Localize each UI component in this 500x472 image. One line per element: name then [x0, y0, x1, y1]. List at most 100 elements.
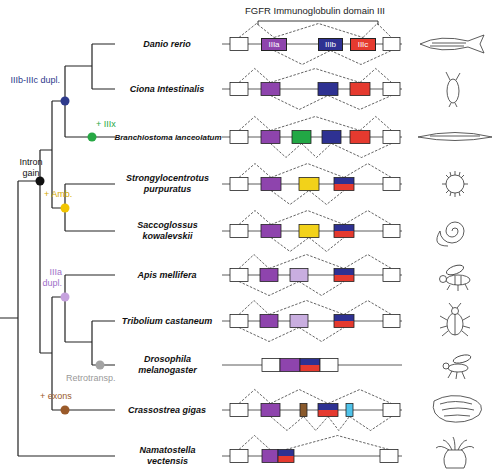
exon-block — [320, 359, 338, 372]
exon-block — [230, 178, 248, 191]
splice-line — [271, 164, 344, 178]
ascidian-drawing — [447, 79, 459, 103]
exon-block — [230, 131, 248, 144]
bee-drawing — [440, 276, 447, 283]
exon-block — [334, 315, 354, 322]
event-label: + IIIx — [96, 119, 136, 130]
bee-drawing — [447, 276, 468, 291]
exon-block — [334, 225, 354, 238]
splice-line — [309, 238, 344, 252]
exon-block — [262, 359, 280, 372]
bee-drawing — [446, 275, 470, 285]
exon-label: IIIc — [351, 39, 375, 50]
exon-block — [230, 178, 248, 191]
exon-label: IIIb — [319, 39, 342, 50]
splice-line — [239, 24, 274, 38]
anemone-drawing — [436, 437, 474, 450]
exon-block — [300, 404, 307, 417]
gene-row — [222, 255, 402, 296]
bee-drawing — [445, 263, 465, 277]
exon-block — [322, 131, 341, 144]
intron-line — [222, 410, 402, 411]
exon-block — [322, 131, 341, 144]
event-label: + exons — [40, 391, 85, 402]
exon-block — [383, 178, 400, 191]
exon-block — [290, 315, 308, 328]
gene-row — [222, 24, 402, 65]
exon-block — [299, 178, 319, 191]
splice-line — [239, 69, 271, 83]
anemone-drawing — [444, 450, 466, 468]
exon-block — [334, 269, 354, 282]
splice-line — [271, 117, 361, 131]
splice-line — [286, 436, 389, 450]
beetle-drawing — [440, 303, 470, 336]
exon-block — [346, 404, 353, 417]
exon-block — [350, 83, 370, 96]
exon-block — [299, 178, 319, 191]
exon-block — [383, 225, 400, 238]
ascidian-drawing — [446, 72, 460, 107]
event-dot — [61, 97, 70, 106]
exon-block — [260, 269, 278, 282]
exon-block — [383, 315, 400, 328]
splice-line — [239, 211, 271, 225]
species-name: Branchiostoma lanceolatum — [110, 132, 226, 143]
event-label: IIIa dupl. — [28, 267, 62, 289]
exon-block — [334, 178, 354, 191]
splice-line — [239, 164, 271, 178]
exon-block — [383, 404, 400, 417]
fly-drawing — [452, 353, 471, 364]
exon-block — [260, 315, 278, 328]
event-dot — [96, 361, 105, 370]
splice-line — [328, 96, 392, 110]
splice-line — [271, 238, 309, 252]
exon-block — [230, 404, 248, 417]
exon-block — [350, 131, 370, 144]
event-label: IIIb-IIIc dupl. — [8, 75, 60, 86]
exon-block — [290, 315, 308, 328]
event-dot — [61, 406, 70, 415]
exon-box: IIIb — [318, 38, 343, 51]
splice-line — [302, 144, 332, 158]
exon-block — [334, 184, 354, 191]
splice-line — [360, 117, 392, 131]
exon-block — [383, 404, 400, 417]
event-dot — [61, 204, 70, 213]
exon-block — [260, 269, 278, 282]
exon-block — [230, 450, 248, 463]
exon-block — [230, 38, 248, 51]
exon-label: IIIa — [262, 39, 286, 50]
exon-block — [334, 275, 354, 282]
species-name: Tribolium castaneum — [112, 316, 222, 327]
exon-block — [278, 450, 294, 463]
fish-drawing — [420, 35, 484, 53]
exon-block — [380, 450, 398, 463]
exon-block — [346, 404, 353, 417]
intron-line — [222, 275, 402, 276]
splice-line — [328, 390, 392, 404]
exon-block — [383, 131, 400, 144]
exon-block — [299, 225, 319, 238]
exon-block — [261, 178, 281, 191]
species-name: Danio rerio — [112, 39, 222, 50]
splice-line — [332, 144, 392, 158]
exon-block — [278, 450, 294, 457]
splice-line — [304, 417, 329, 431]
exon-block — [334, 225, 354, 232]
exon-block — [383, 38, 400, 51]
exon-block — [290, 269, 308, 282]
intron-line — [222, 456, 402, 457]
exon-block — [230, 83, 248, 96]
exon-block — [262, 450, 278, 463]
exon-block — [334, 225, 354, 238]
species-name: Strongylocentrotus purpuratus — [120, 173, 215, 195]
exon-block — [318, 83, 338, 96]
splice-line — [271, 69, 361, 83]
splice-line — [239, 301, 269, 315]
exon-block — [334, 231, 354, 238]
exon-block — [261, 225, 281, 238]
exon-block — [230, 38, 248, 51]
event-label: Intron gain — [10, 157, 52, 179]
